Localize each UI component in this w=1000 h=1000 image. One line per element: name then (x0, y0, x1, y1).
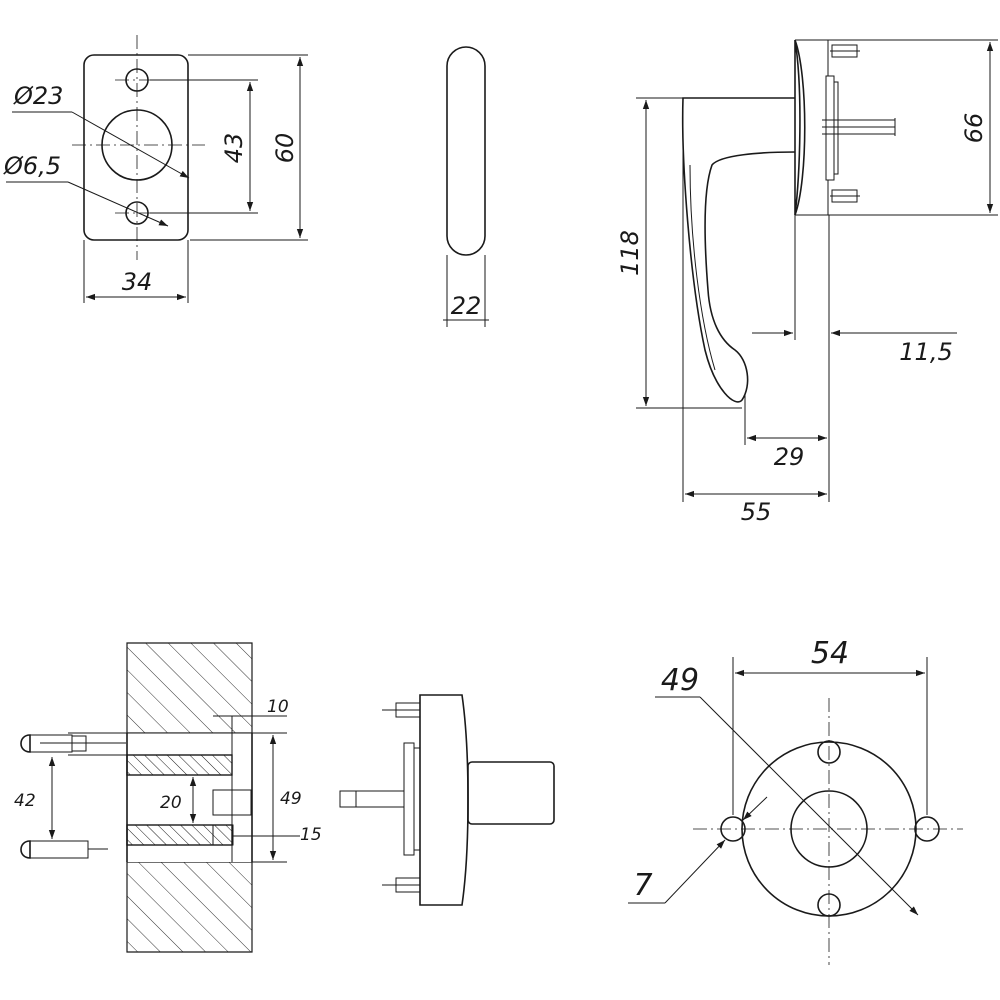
backplate-front-view: Ø23 Ø6,5 43 60 34 (3, 35, 308, 303)
label-hole-diameter: Ø6,5 (3, 152, 61, 180)
backplate-side-view: 22 (443, 46, 489, 327)
label-handle-height: 118 (616, 230, 644, 276)
leader-hole-7 (664, 839, 726, 904)
rose-profile-view (339, 694, 555, 906)
dim-line-49-diameter (699, 696, 919, 916)
label-spindle-offset: 11,5 (899, 338, 952, 366)
label-plate-height: 60 (271, 133, 299, 164)
label-rose-diameter: 49 (661, 663, 699, 698)
label-rose-width: 54 (811, 636, 849, 671)
label-rose-hole: 7 (633, 868, 652, 903)
label-section-10: 10 (267, 697, 289, 717)
label-section-20: 20 (160, 793, 182, 813)
label-plate-thickness: 22 (451, 292, 482, 320)
label-section-49: 49 (280, 789, 302, 809)
label-hole-spacing: 43 (220, 133, 248, 164)
label-plate-width: 34 (122, 268, 153, 296)
label-section-42: 42 (14, 791, 36, 811)
label-grip: 29 (774, 443, 805, 471)
label-section-15: 15 (300, 825, 322, 845)
handle-side-view: 66 118 11,5 29 55 (616, 39, 998, 526)
label-projection: 55 (741, 498, 772, 526)
label-bore-diameter: Ø23 (13, 82, 63, 110)
rose-front-view: 54 49 7 (628, 636, 963, 965)
label-rose-height: 66 (960, 113, 988, 144)
wall-section-view: 10 42 20 49 15 (14, 642, 322, 953)
